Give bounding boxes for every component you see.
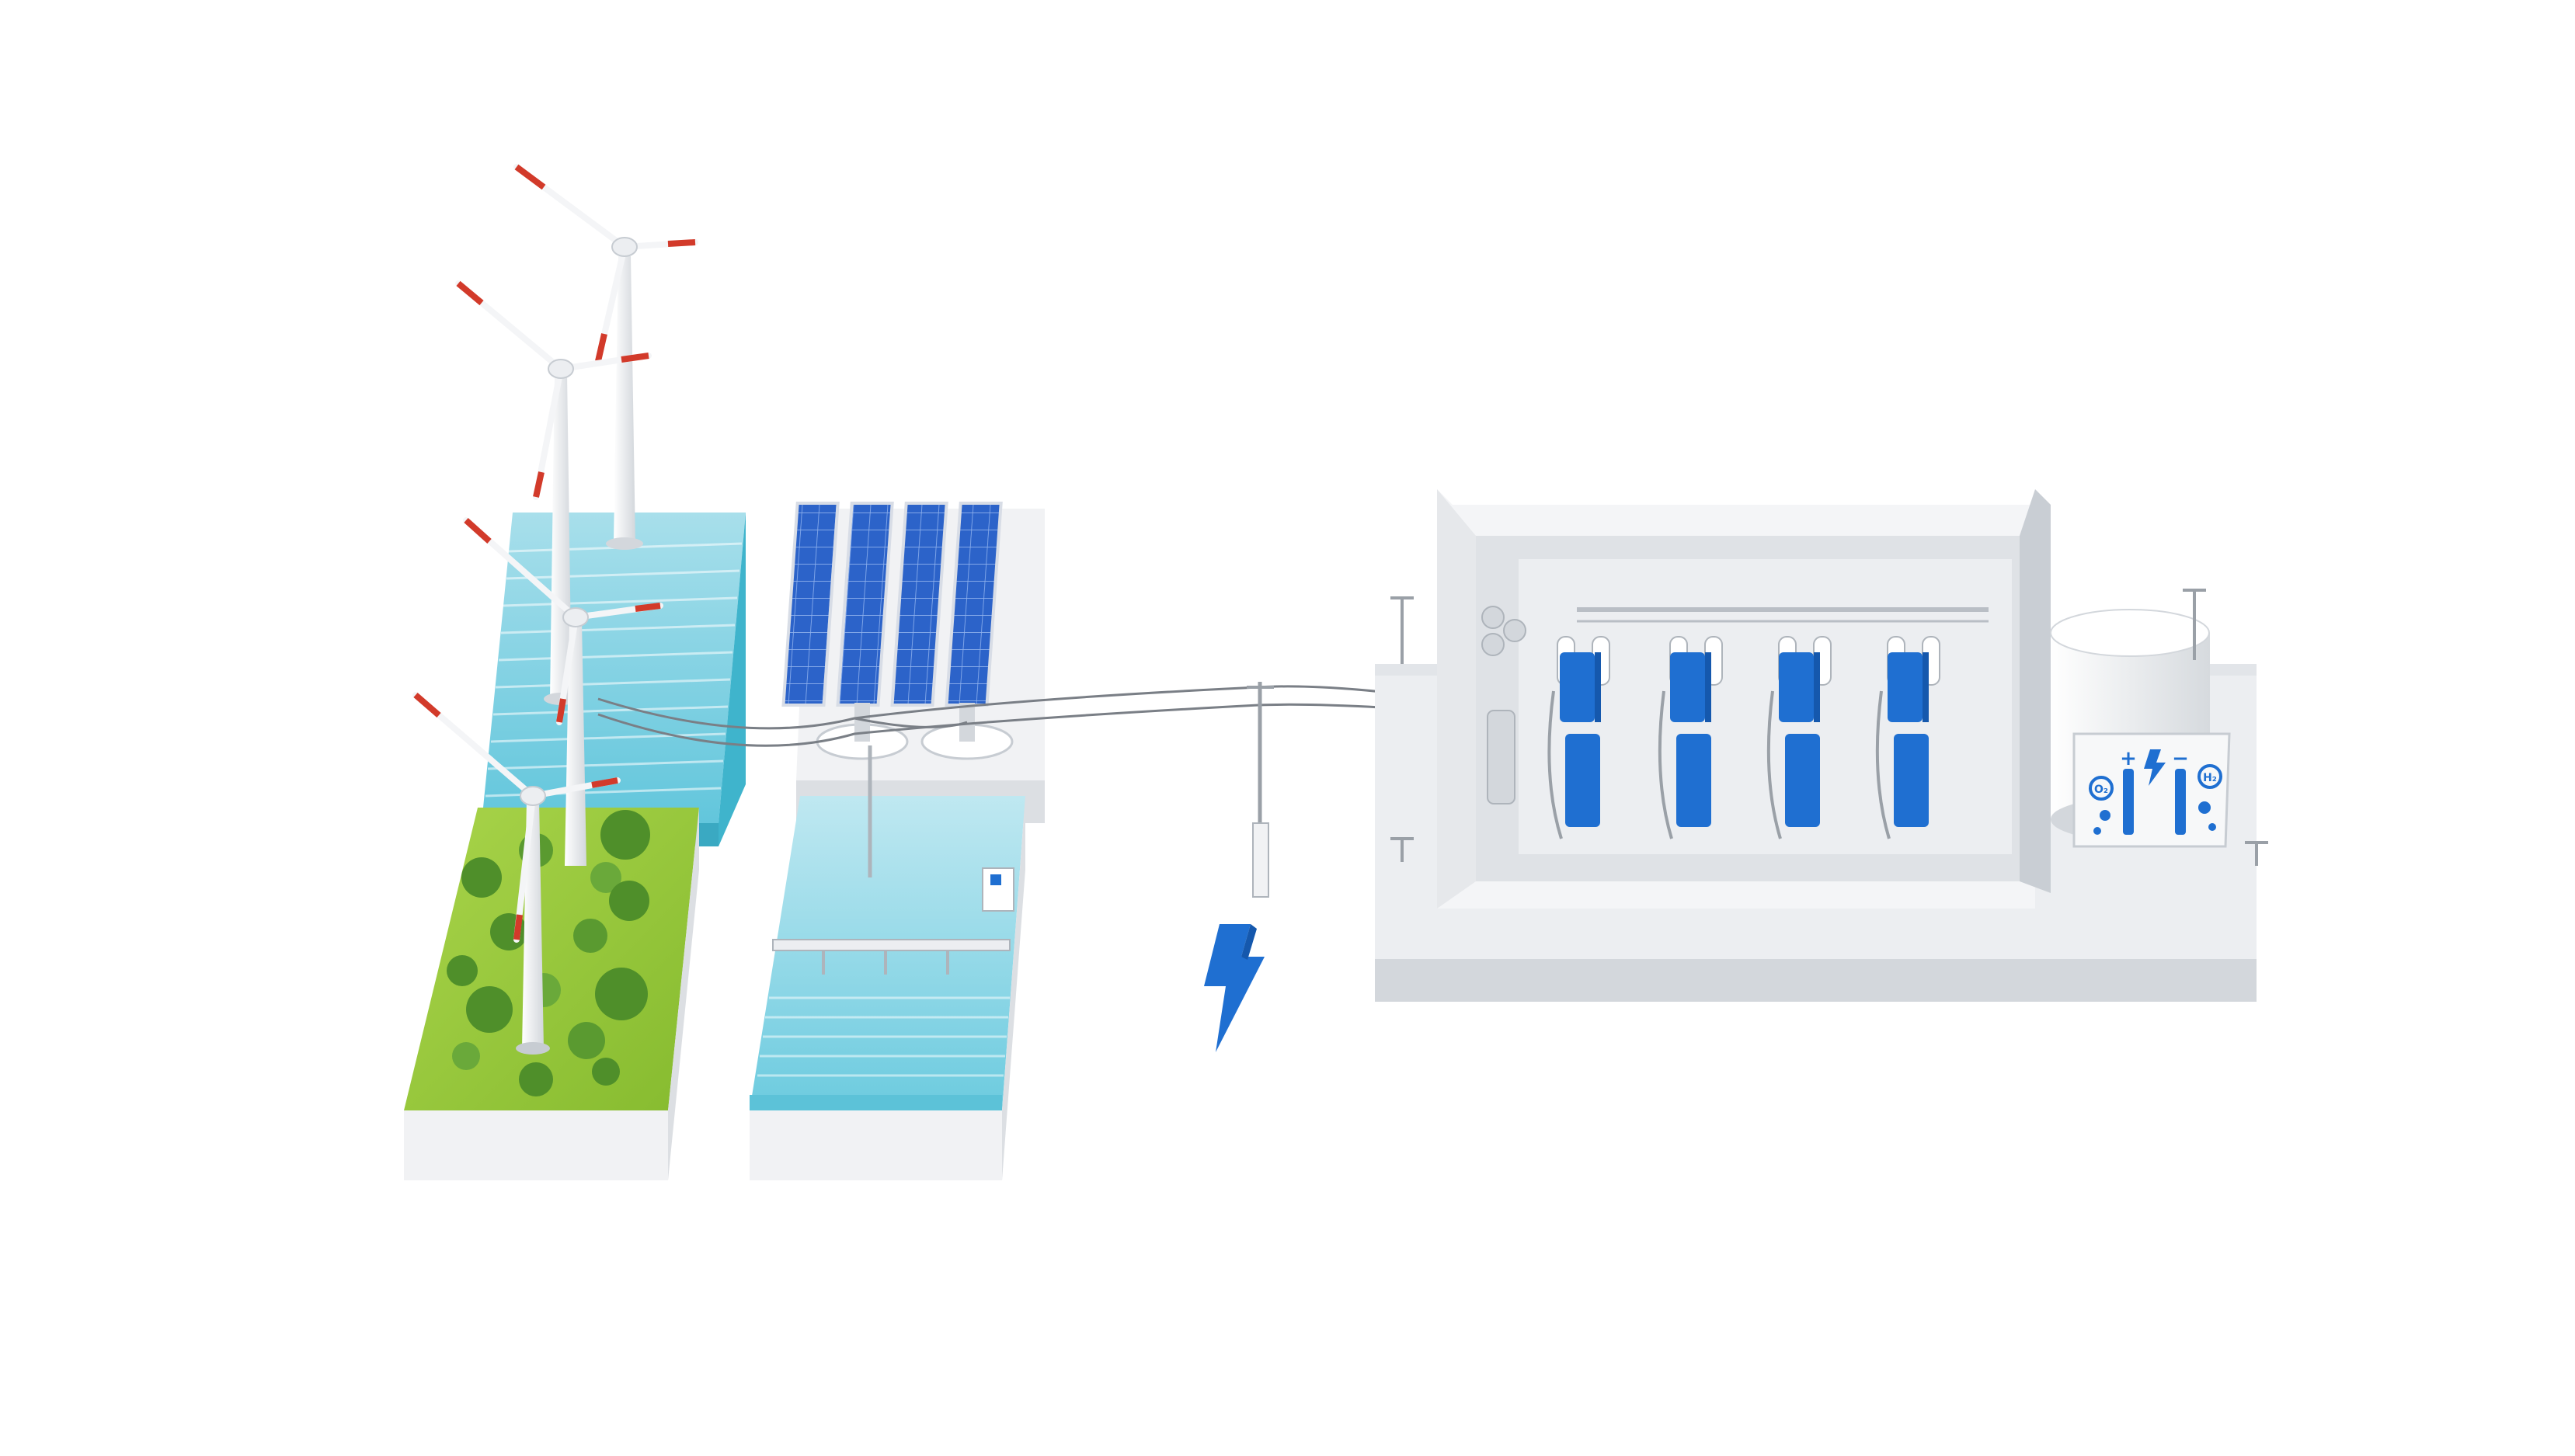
utility-pole <box>1247 682 1274 898</box>
electrolyzer-stack <box>1547 636 1610 839</box>
solar-platform <box>781 502 1045 823</box>
tree <box>600 810 650 860</box>
plus-icon: + <box>2120 747 2137 770</box>
tree <box>573 919 607 953</box>
tree <box>452 1042 480 1070</box>
turbine-blades <box>455 280 652 500</box>
wind-turbines <box>412 164 698 1055</box>
fan-icon <box>1481 633 1505 656</box>
tree <box>447 955 478 986</box>
solar-panel <box>781 502 840 707</box>
tree <box>590 862 621 893</box>
wind-turbine <box>412 692 621 1055</box>
solar-panel-array <box>781 502 1003 707</box>
bubble-icon <box>2100 810 2110 821</box>
skimmer-bridge <box>772 745 1014 975</box>
solar-panel <box>890 502 948 707</box>
lightning-bolt-icon <box>1204 924 1265 1052</box>
lamp-posts <box>1390 589 2268 866</box>
lightning-bolt-icon <box>2144 749 2166 786</box>
anode-electrode-icon <box>2123 769 2134 835</box>
bubble-icon <box>2093 827 2101 835</box>
pond-ripples <box>757 996 1010 1077</box>
electrolyzer-stack <box>1658 636 1723 839</box>
tree <box>592 1058 620 1086</box>
tree <box>595 968 648 1020</box>
turbine-blades <box>412 692 621 943</box>
bubble-icon <box>2208 823 2216 831</box>
turbine-blades <box>463 517 663 725</box>
bubble-icon <box>2089 776 2114 801</box>
o2-label: O₂ <box>2094 784 2108 796</box>
grass-wind-platform <box>404 808 699 1180</box>
tree <box>519 1062 553 1096</box>
electrolyzer-stack <box>1875 636 1940 839</box>
electrolyzer-plant: O₂ + − H₂ <box>1375 489 2268 1002</box>
electrolysis-sign: O₂ + − H₂ <box>2072 732 2231 848</box>
tree <box>466 986 513 1033</box>
electrolyzer-hall <box>1437 489 2051 909</box>
power-lines <box>597 685 1430 747</box>
wind-turbine <box>463 517 663 866</box>
fan-icon <box>1503 619 1526 642</box>
cathode-electrode-icon <box>2175 769 2186 835</box>
electrolyzer-stack <box>1766 636 1832 839</box>
water-pond-platform <box>750 745 1025 1180</box>
wind-turbine <box>513 164 698 550</box>
tree <box>461 857 502 898</box>
ventilation-fans <box>1481 606 1526 656</box>
tree <box>609 881 649 921</box>
wind-turbine <box>455 280 652 705</box>
h2-label: H₂ <box>2203 772 2217 784</box>
turbine-blades <box>513 164 698 364</box>
bubble-icon <box>2198 801 2211 814</box>
minus-icon: − <box>2172 747 2189 770</box>
electrolyzer-stacks <box>1547 636 1940 839</box>
fan-icon <box>1481 606 1505 629</box>
tree <box>568 1022 605 1059</box>
bubble-icon <box>2197 764 2222 789</box>
